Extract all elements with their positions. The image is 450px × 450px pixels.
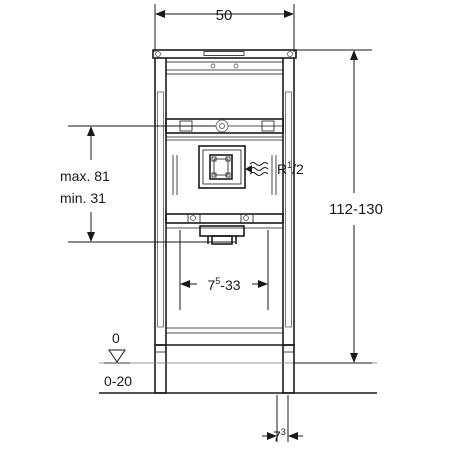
- center-distance-dimension: 75-33: [179, 230, 269, 310]
- height-label: 112-130: [329, 201, 383, 218]
- max-height-label: max. 81: [60, 168, 110, 184]
- water-connection-label: R1/2: [245, 160, 304, 177]
- right-foot: [282, 344, 295, 394]
- floor-lines: [99, 362, 377, 394]
- height-dimension: 112-130: [293, 49, 383, 364]
- connection-height-dimension: max. 81 min. 31: [60, 125, 235, 243]
- center-distance-label: 75-33: [207, 276, 240, 293]
- bolt-left-icon: [190, 215, 196, 221]
- floor-level-triangle-icon: [108, 349, 126, 363]
- floor-level-marker: 0 0-20: [104, 330, 132, 389]
- min-height-label: min. 31: [60, 190, 106, 206]
- width-dimension: 50: [154, 4, 295, 52]
- arrowhead-left: [155, 10, 165, 18]
- water-connection-box: [198, 145, 246, 189]
- frame: [152, 49, 297, 394]
- water-waves-icon: [245, 162, 269, 176]
- left-foot: [154, 344, 167, 394]
- right-upright-holes: [285, 91, 292, 328]
- drain-fitting: [199, 225, 245, 245]
- floor-zero-label: 0: [112, 330, 120, 346]
- left-upright-holes: [157, 91, 164, 328]
- thread-size-label: R1/2: [277, 160, 304, 177]
- foot-offset-label: 73: [273, 427, 286, 444]
- top-left-screw-icon: [155, 51, 161, 57]
- foot-offset-dimension: 73: [262, 395, 303, 444]
- bolt-right-icon: [243, 215, 249, 221]
- top-right-screw-icon: [287, 51, 293, 57]
- arrowhead-right: [284, 10, 294, 18]
- floor-range-label: 0-20: [104, 373, 132, 389]
- width-label: 50: [216, 7, 233, 24]
